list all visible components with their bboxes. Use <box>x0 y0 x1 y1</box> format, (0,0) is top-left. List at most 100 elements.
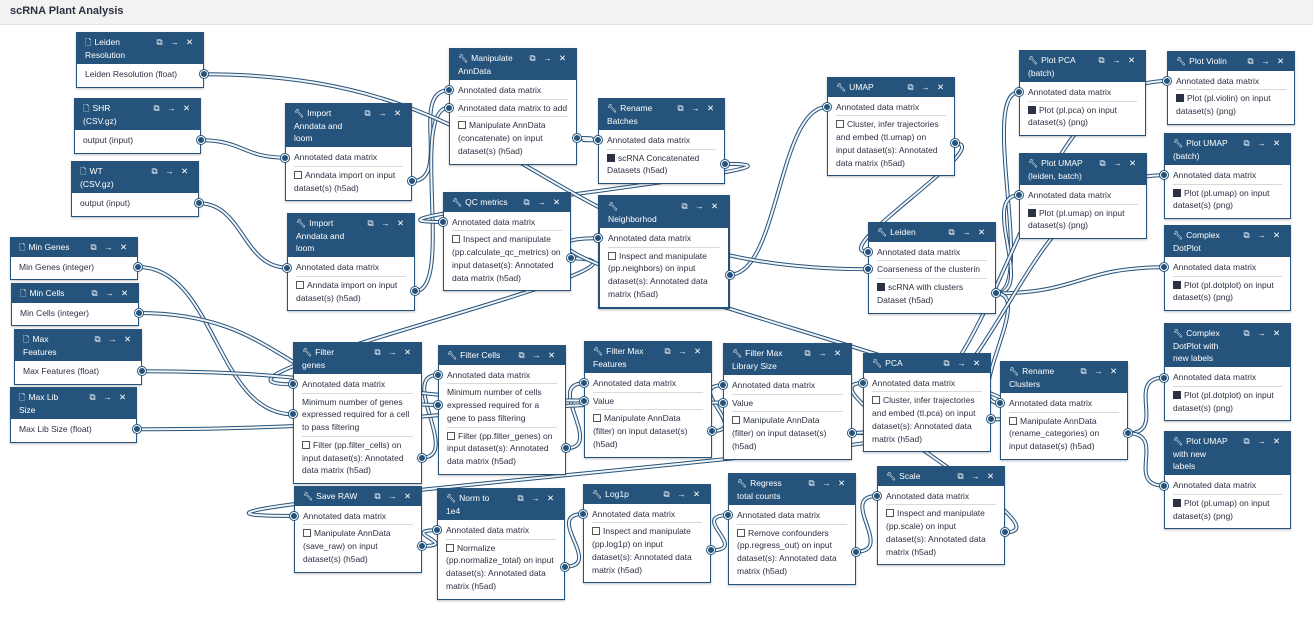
checkbox-checked-icon[interactable] <box>607 153 615 162</box>
close-icon[interactable]: ✕ <box>403 347 412 357</box>
checkbox-checked-icon[interactable] <box>1176 94 1184 103</box>
close-icon[interactable]: ✕ <box>546 493 555 503</box>
arrow-right-icon[interactable]: → <box>170 37 179 47</box>
node-header[interactable]: 🔧︎Filter Cells⧉→✕ <box>439 346 565 365</box>
workflow-node-filter_maxf[interactable]: 🔧︎Filter Max Features⧉→✕Annotated data m… <box>584 341 712 458</box>
arrow-right-icon[interactable]: → <box>103 392 112 402</box>
node-header[interactable]: 🔧︎Rename Clusters⧉→✕ <box>1001 362 1127 393</box>
arrow-right-icon[interactable]: → <box>388 491 397 501</box>
arrow-right-icon[interactable]: → <box>971 471 980 481</box>
arrow-right-icon[interactable]: → <box>677 489 686 499</box>
input-terminal[interactable] <box>864 265 872 274</box>
close-icon[interactable]: ✕ <box>1128 158 1137 168</box>
input-terminal[interactable] <box>434 400 442 409</box>
output-terminal[interactable] <box>135 308 143 317</box>
checkbox-icon[interactable] <box>872 396 880 405</box>
node-header[interactable]: 🔧︎Neighborhod⧉→✕ <box>600 197 728 228</box>
output-terminal[interactable] <box>721 159 729 168</box>
input-terminal[interactable] <box>445 86 453 95</box>
workflow-node-shr[interactable]: 🗋︎SHR (CSV.gz)⧉→✕output (input) <box>74 98 201 154</box>
close-icon[interactable]: ✕ <box>558 53 567 63</box>
close-icon[interactable]: ✕ <box>185 37 194 47</box>
copy-icon[interactable]: ⧉ <box>91 288 98 298</box>
copy-icon[interactable]: ⧉ <box>1243 138 1250 148</box>
arrow-right-icon[interactable]: → <box>388 347 397 357</box>
output-terminal[interactable] <box>133 425 141 434</box>
copy-icon[interactable]: ⧉ <box>948 227 955 237</box>
workflow-node-min_genes[interactable]: 🗋︎Min Genes⧉→✕Min Genes (integer) <box>10 237 138 281</box>
copy-icon[interactable]: ⧉ <box>804 348 811 358</box>
arrow-right-icon[interactable]: → <box>165 166 174 176</box>
copy-icon[interactable]: ⧉ <box>957 471 964 481</box>
node-header[interactable]: 🔧︎Plot UMAP (leiden, batch)⧉→✕ <box>1020 154 1146 185</box>
output-terminal[interactable] <box>408 177 416 186</box>
workflow-node-plot_umap_b[interactable]: 🔧︎Plot UMAP (batch)⧉→✕Annotated data mat… <box>1164 133 1291 220</box>
checkbox-icon[interactable] <box>458 121 466 130</box>
arrow-right-icon[interactable]: → <box>1257 436 1266 446</box>
arrow-right-icon[interactable]: → <box>1113 158 1122 168</box>
checkbox-icon[interactable] <box>836 120 844 129</box>
input-terminal[interactable] <box>289 410 297 419</box>
checkbox-checked-icon[interactable] <box>1173 280 1181 289</box>
copy-icon[interactable]: ⧉ <box>1243 328 1250 338</box>
copy-icon[interactable]: ⧉ <box>156 37 163 47</box>
close-icon[interactable]: ✕ <box>693 346 702 356</box>
input-terminal[interactable] <box>1160 263 1168 272</box>
output-terminal[interactable] <box>726 270 734 279</box>
close-icon[interactable]: ✕ <box>936 82 945 92</box>
output-terminal[interactable] <box>200 70 208 79</box>
copy-icon[interactable]: ⧉ <box>663 489 670 499</box>
checkbox-icon[interactable] <box>732 416 740 425</box>
node-header[interactable]: 🗋︎Min Cells⧉→✕ <box>12 284 138 303</box>
node-header[interactable]: 🔧︎Complex DotPlot⧉→✕ <box>1165 226 1290 257</box>
node-header[interactable]: 🔧︎Plot UMAP with new labels⧉→✕ <box>1165 432 1290 476</box>
input-terminal[interactable] <box>290 511 298 520</box>
checkbox-icon[interactable] <box>886 509 894 518</box>
output-terminal[interactable] <box>567 254 575 263</box>
output-terminal[interactable] <box>411 287 419 296</box>
copy-icon[interactable]: ⧉ <box>1099 158 1106 168</box>
workflow-node-import1[interactable]: 🔧︎Import Anndata and loom⧉→✕Annotated da… <box>285 103 412 202</box>
input-terminal[interactable] <box>1160 373 1168 382</box>
workflow-node-max_features[interactable]: 🗋︎Max Features⧉→✕Max Features (float) <box>14 329 142 385</box>
arrow-right-icon[interactable]: → <box>167 103 176 113</box>
node-header[interactable]: 🔧︎Save RAW⧉→✕ <box>295 487 421 506</box>
close-icon[interactable]: ✕ <box>692 489 701 499</box>
checkbox-icon[interactable] <box>447 431 455 440</box>
node-header[interactable]: 🔧︎Filter genes⧉→✕ <box>294 343 421 374</box>
input-terminal[interactable] <box>283 263 291 272</box>
workflow-node-plot_umap_lb[interactable]: 🔧︎Plot UMAP (leiden, batch)⧉→✕Annotated … <box>1019 153 1147 240</box>
node-header[interactable]: 🗋︎Leiden Resolution⧉→✕ <box>77 33 203 64</box>
input-terminal[interactable] <box>580 379 588 388</box>
copy-icon[interactable]: ⧉ <box>517 493 524 503</box>
checkbox-icon[interactable] <box>303 529 311 538</box>
workflow-canvas[interactable]: 🗋︎Leiden Resolution⧉→✕Leiden Resolution … <box>0 24 1313 600</box>
checkbox-checked-icon[interactable] <box>1028 208 1036 217</box>
input-terminal[interactable] <box>445 103 453 112</box>
input-terminal[interactable] <box>823 102 831 111</box>
arrow-right-icon[interactable]: → <box>1094 366 1103 376</box>
workflow-node-plot_pca[interactable]: 🔧︎Plot PCA (batch)⧉→✕Annotated data matr… <box>1019 50 1146 137</box>
node-header[interactable]: 🔧︎Plot UMAP (batch)⧉→✕ <box>1165 134 1290 165</box>
output-terminal[interactable] <box>195 199 203 208</box>
output-terminal[interactable] <box>134 262 142 271</box>
close-icon[interactable]: ✕ <box>123 334 132 344</box>
copy-icon[interactable]: ⧉ <box>1080 366 1087 376</box>
workflow-node-umap_new[interactable]: 🔧︎Plot UMAP with new labels⧉→✕Annotated … <box>1164 431 1291 530</box>
input-terminal[interactable] <box>859 378 867 387</box>
input-terminal[interactable] <box>580 396 588 405</box>
close-icon[interactable]: ✕ <box>1276 56 1285 66</box>
copy-icon[interactable]: ⧉ <box>90 242 97 252</box>
input-terminal[interactable] <box>1015 88 1023 97</box>
input-terminal[interactable] <box>724 511 732 520</box>
arrow-right-icon[interactable]: → <box>691 103 700 113</box>
workflow-node-max_lib[interactable]: 🗋︎Max Lib Size⧉→✕Max Lib Size (float) <box>10 387 137 443</box>
arrow-right-icon[interactable]: → <box>1257 138 1266 148</box>
node-header[interactable]: 🔧︎Scale⧉→✕ <box>878 467 1004 486</box>
input-terminal[interactable] <box>996 399 1004 408</box>
workflow-node-leiden_res[interactable]: 🗋︎Leiden Resolution⧉→✕Leiden Resolution … <box>76 32 204 88</box>
close-icon[interactable]: ✕ <box>1272 230 1281 240</box>
